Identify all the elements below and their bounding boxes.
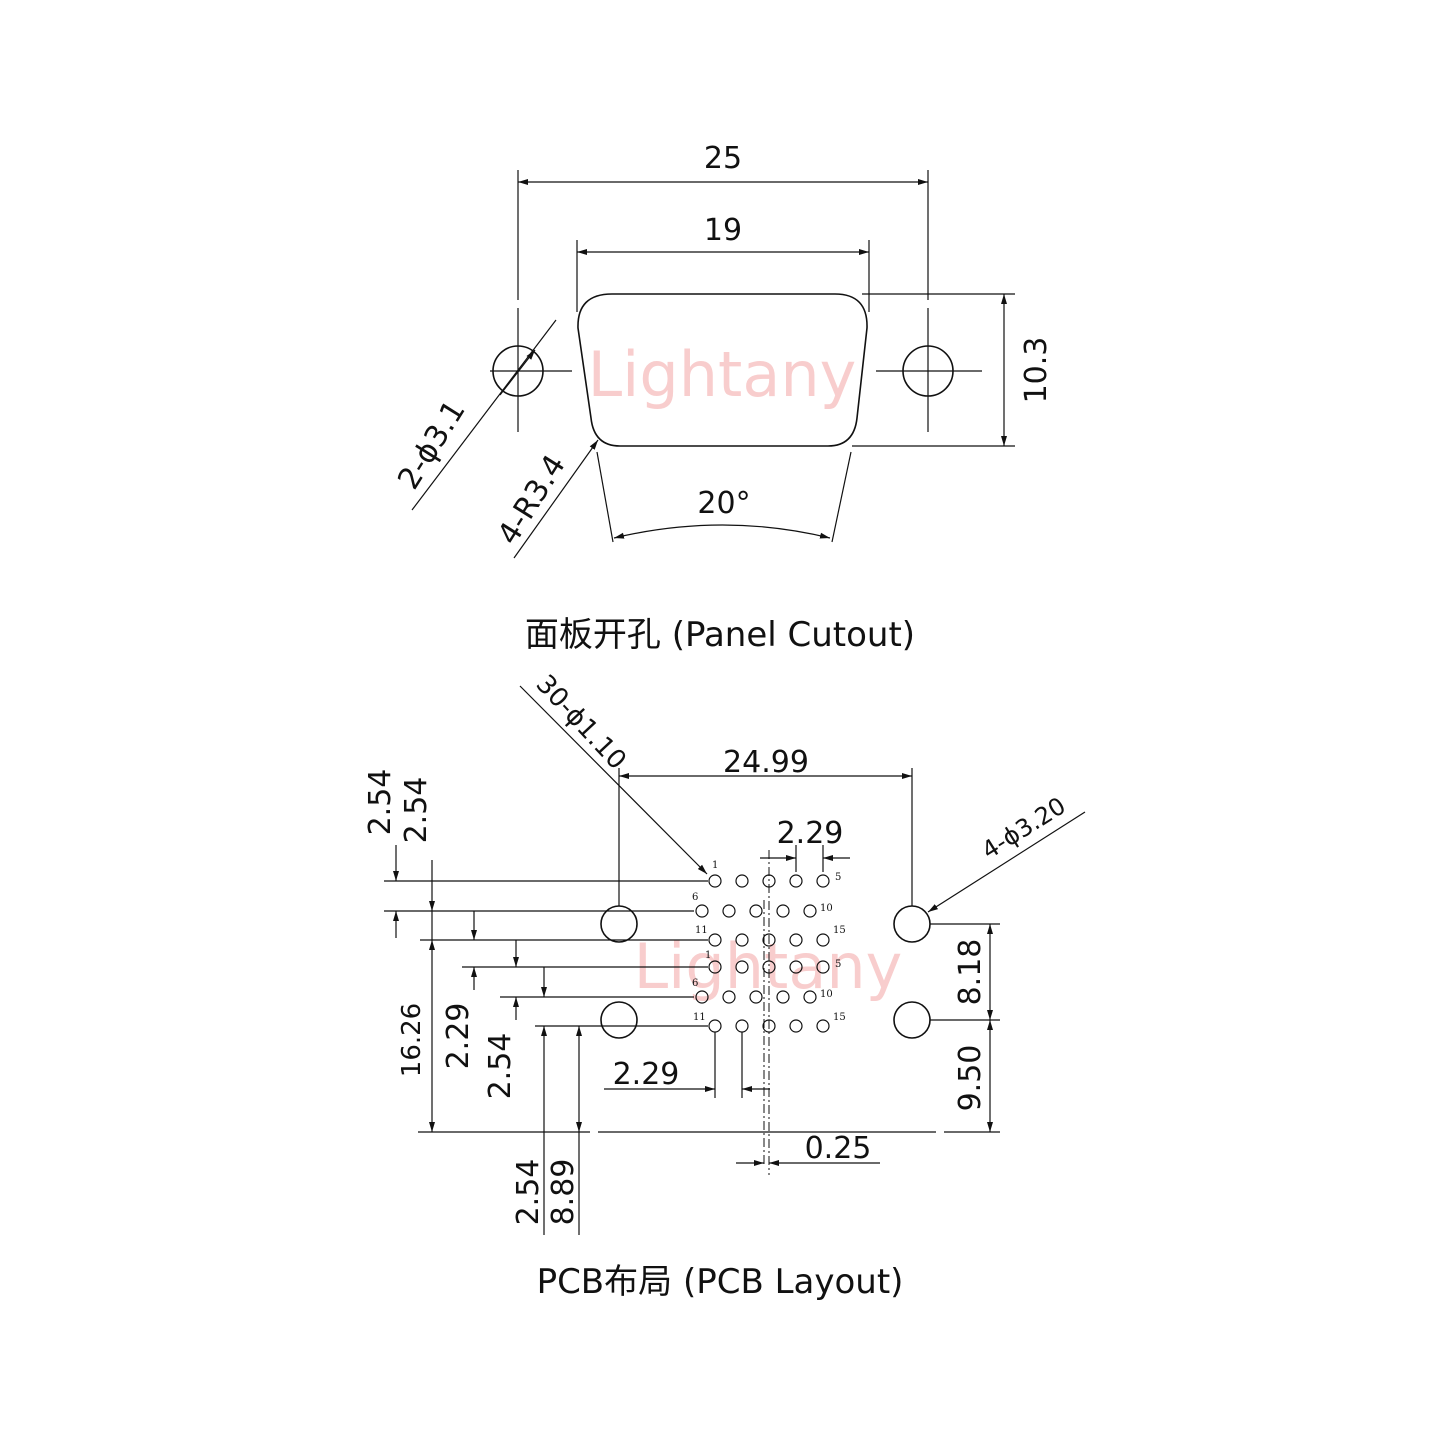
pin-hole	[722, 904, 736, 918]
dim-mount-holes: 4-ϕ3.20	[977, 792, 1071, 865]
pin-hole	[789, 933, 803, 947]
dim-r-950: 9.50	[953, 1045, 988, 1112]
pin-label: 10	[820, 989, 833, 1000]
pin-label: 6	[692, 892, 698, 903]
dim-mount-pitch: 24.99	[723, 745, 809, 780]
dim-v-889: 8.89	[546, 1159, 581, 1226]
dim-cutout-width: 19	[704, 213, 742, 248]
pin-hole	[749, 904, 763, 918]
pcb-mount-hole	[893, 905, 931, 943]
pin-hole	[776, 904, 790, 918]
pin-label: 6	[692, 978, 698, 989]
pin-hole	[735, 933, 749, 947]
pin-hole	[816, 874, 830, 888]
pin-hole	[708, 933, 722, 947]
pin-hole	[722, 990, 736, 1004]
dim-v-254-d: 2.54	[511, 1159, 546, 1226]
dim-v-254-c: 2.54	[483, 1033, 518, 1100]
leader-pin-holes	[519, 685, 708, 875]
dim-overall-width: 25	[704, 141, 742, 176]
pin-hole	[708, 1019, 722, 1033]
panel-d-cutout-outline	[577, 293, 868, 447]
pin-label: 11	[695, 925, 708, 936]
dim-bottom-pitch: 2.29	[613, 1057, 680, 1092]
pcb-mount-hole	[893, 1001, 931, 1039]
pin-hole	[735, 874, 749, 888]
pin-hole	[816, 1019, 830, 1033]
panel-cutout-view: Lightany 25 19 10.3 2-ϕ3.1 4-R3.4	[391, 141, 1054, 655]
pin-label: 5	[835, 872, 841, 883]
leader-mount-holes	[927, 811, 1086, 913]
dim-v-254-b: 2.54	[399, 777, 434, 844]
pin-label: 1	[712, 860, 718, 871]
pin-label: 15	[833, 1012, 846, 1023]
dim-top-pitch: 2.29	[777, 816, 844, 851]
pin-hole	[708, 960, 722, 974]
pin-hole	[762, 933, 776, 947]
dim-v-1626: 16.26	[397, 1003, 427, 1077]
dim-pin-holes: 30-ϕ1.10	[530, 669, 632, 775]
pin-hole	[816, 960, 830, 974]
pin-hole	[695, 904, 709, 918]
dim-v-254-a: 2.54	[363, 769, 398, 836]
pin-hole	[749, 990, 763, 1004]
pcb-mount-hole	[600, 1001, 638, 1039]
pin-hole	[816, 933, 830, 947]
pin-hole	[789, 1019, 803, 1033]
pcb-layout-view: Lightany	[363, 669, 1086, 1302]
pin-label: 5	[835, 959, 841, 970]
dim-height: 10.3	[1019, 337, 1054, 404]
pin-hole	[735, 960, 749, 974]
pin-hole	[789, 960, 803, 974]
leader-radius	[513, 439, 599, 559]
dim-offset: 0.25	[805, 1131, 872, 1166]
pin-hole	[695, 990, 709, 1004]
dim-panel-holes: 2-ϕ3.1	[391, 394, 472, 495]
pin-label: 11	[693, 1012, 706, 1023]
pin-hole	[789, 874, 803, 888]
watermark-top: Lightany	[588, 338, 857, 411]
pin-hole	[735, 1019, 749, 1033]
dim-angle: 20°	[697, 486, 750, 521]
pin-hole	[803, 990, 817, 1004]
pin-hole	[708, 874, 722, 888]
dim-corner-radius: 4-R3.4	[491, 449, 573, 551]
dim-r-818: 8.18	[953, 939, 988, 1006]
pin-hole	[776, 990, 790, 1004]
pin-label: 15	[833, 925, 846, 936]
pin-label: 10	[820, 903, 833, 914]
pin-grid	[695, 874, 830, 1033]
angle-arc-20	[613, 524, 831, 539]
dim-v-229: 2.29	[441, 1003, 476, 1070]
panel-cutout-caption: 面板开孔 (Panel Cutout)	[525, 615, 915, 655]
pcb-layout-caption: PCB布局 (PCB Layout)	[537, 1262, 904, 1302]
pin-label: 1	[705, 950, 711, 961]
pin-hole	[803, 904, 817, 918]
